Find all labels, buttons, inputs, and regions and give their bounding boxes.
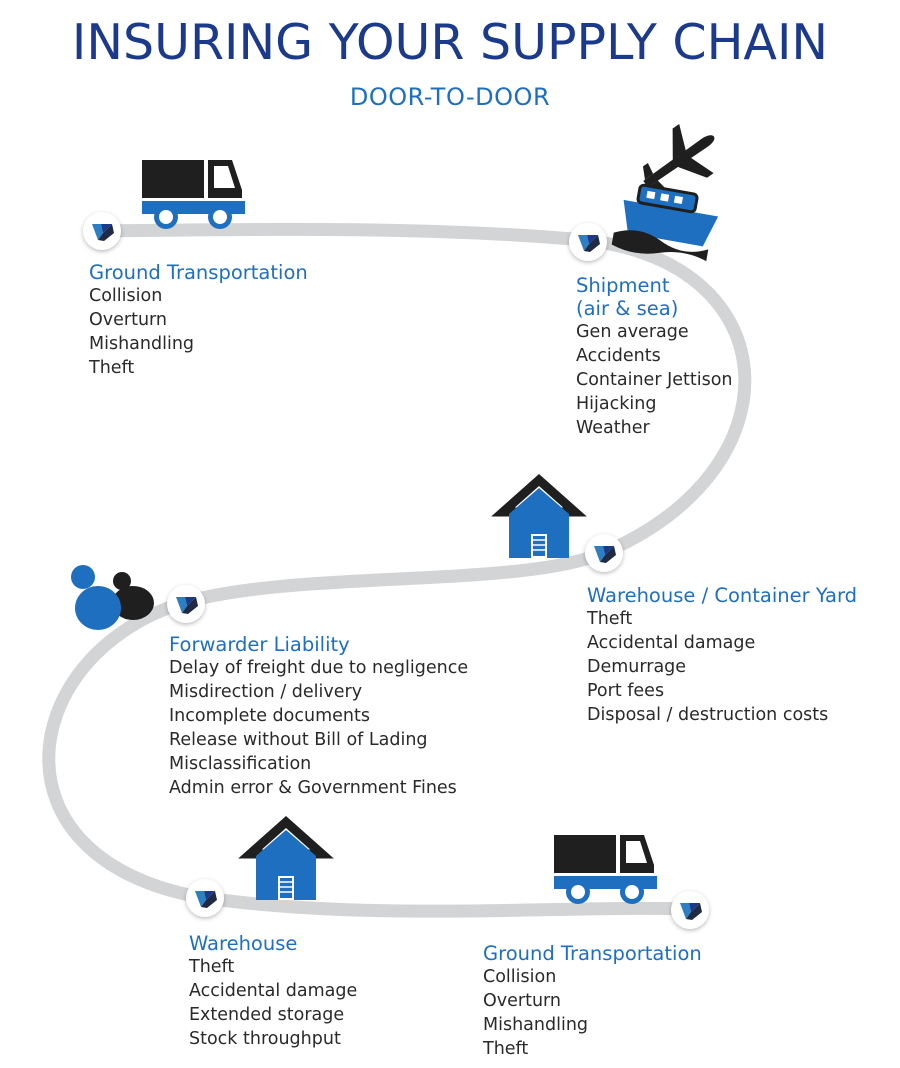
stop-marker-icon xyxy=(671,891,709,929)
risk-item: Accidental damage xyxy=(189,981,358,1001)
stage-ground-transportation-destination: Ground Transportation Collision Overturn… xyxy=(483,942,702,1061)
risk-list: Theft Accidental damage Extended storage… xyxy=(189,955,357,1051)
risk-item: Collision xyxy=(89,286,163,306)
stop-marker-icon xyxy=(167,585,205,623)
warehouse-icon xyxy=(250,822,322,900)
risk-item: Hijacking xyxy=(576,394,657,414)
page-subtitle: DOOR-TO-DOOR xyxy=(349,83,551,111)
risk-list: Collision Overturn Mishandling Theft xyxy=(483,965,702,1061)
risk-item: Overturn xyxy=(89,310,168,330)
risk-item: Theft xyxy=(89,358,135,378)
risk-item: Misclassification xyxy=(169,754,312,774)
risk-item: Accidental damage xyxy=(587,633,756,653)
risk-item: Weather xyxy=(576,418,650,438)
risk-item: Theft xyxy=(483,1039,529,1059)
supply-chain-path xyxy=(42,222,752,918)
risk-item: Admin error & Government Fines xyxy=(169,778,457,798)
risk-item: Extended storage xyxy=(189,1005,345,1025)
risk-list: Collision Overturn Mishandling Theft xyxy=(89,284,308,380)
stage-heading: Warehouse / Container Yard xyxy=(587,584,858,607)
stage-heading: Forwarder Liability xyxy=(169,633,350,656)
ship-icon xyxy=(611,183,719,262)
risk-item: Collision xyxy=(483,967,557,987)
stage-ground-transportation-origin: Ground Transportation Collision Overturn… xyxy=(89,261,308,380)
risk-item: Accidents xyxy=(576,346,661,366)
risk-item: Demurrage xyxy=(587,657,687,677)
stage-heading: Warehouse xyxy=(189,932,298,955)
risk-item: Release without Bill of Lading xyxy=(169,730,428,750)
risk-list: Theft Accidental damage Demurrage Port f… xyxy=(587,607,857,727)
truck-icon xyxy=(142,160,245,229)
stage-heading: Ground Transportation xyxy=(89,261,308,284)
risk-item: Misdirection / delivery xyxy=(169,682,363,702)
risk-list: Delay of freight due to negligence Misdi… xyxy=(169,656,468,800)
risk-item: Mishandling xyxy=(89,334,195,354)
stop-marker-icon xyxy=(186,879,224,917)
risk-item: Theft xyxy=(587,609,633,629)
airplane-icon xyxy=(642,123,715,193)
risk-item: Mishandling xyxy=(483,1015,589,1035)
stage-forwarder-liability: Forwarder Liability Delay of freight due… xyxy=(169,633,468,800)
risk-item: Gen average xyxy=(576,322,689,342)
risk-item: Disposal / destruction costs xyxy=(587,705,829,725)
stop-marker-icon xyxy=(83,212,121,250)
stage-warehouse: Warehouse Theft Accidental damage Extend… xyxy=(189,932,357,1051)
risk-item: Container Jettison xyxy=(576,370,733,390)
risk-item: Theft xyxy=(189,957,235,977)
risk-item: Delay of freight due to negligence xyxy=(169,658,469,678)
page-title: INSURING YOUR SUPPLY CHAIN xyxy=(71,14,829,71)
warehouse-icon xyxy=(503,480,575,558)
stage-heading-sub: (air & sea) xyxy=(576,297,679,320)
risk-item: Incomplete documents xyxy=(169,706,370,726)
stop-marker-icon xyxy=(569,223,607,261)
stage-warehouse-container-yard: Warehouse / Container Yard Theft Acciden… xyxy=(587,584,857,727)
risk-list: Gen average Accidents Container Jettison… xyxy=(576,320,733,440)
people-icon xyxy=(71,565,154,630)
risk-item: Port fees xyxy=(587,681,665,701)
risk-item: Overturn xyxy=(483,991,562,1011)
stop-marker-icon xyxy=(585,534,623,572)
stage-heading: Shipment xyxy=(576,274,670,297)
stage-shipment: Shipment (air & sea) Gen average Acciden… xyxy=(576,274,733,440)
risk-item: Stock throughput xyxy=(189,1029,341,1049)
truck-icon xyxy=(554,835,657,904)
stage-heading: Ground Transportation xyxy=(483,942,702,965)
